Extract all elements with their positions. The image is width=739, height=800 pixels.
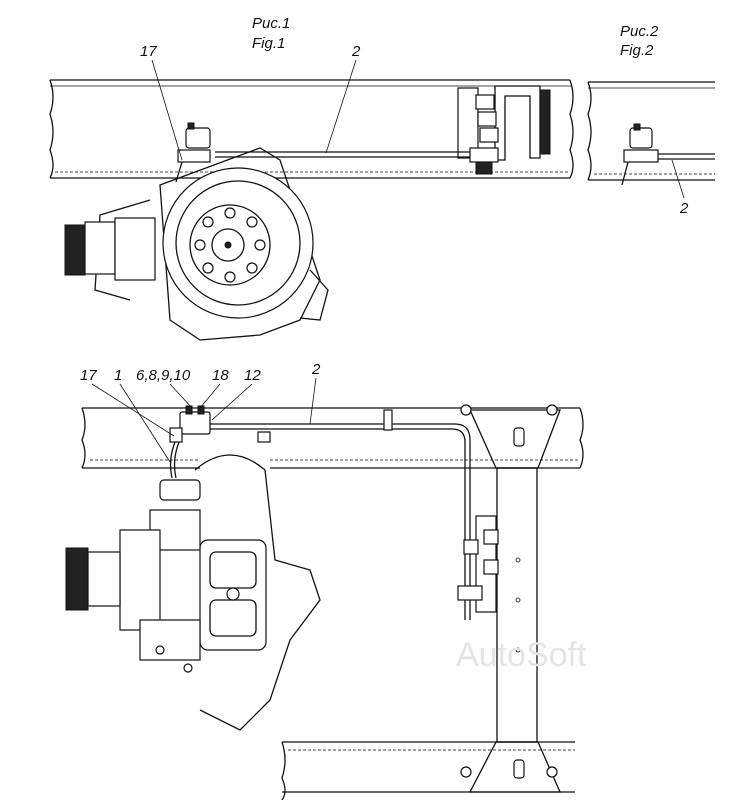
fig3-callout-18: 18: [212, 367, 229, 384]
fig3-callout-2: 2: [311, 361, 321, 378]
fig1-valve-bracket: [457, 85, 551, 175]
fig2-solenoid-valve: [621, 123, 715, 186]
fig3-callout-12: 12: [244, 367, 261, 384]
fig3-callout-17: 17: [80, 367, 97, 384]
fig1-air-line: [215, 151, 470, 158]
fig3-lower-rail: [281, 741, 575, 800]
fig1-solenoid-valve: [175, 122, 211, 183]
fig2-frame-rail: [587, 81, 715, 181]
fig2-caption-ru: Рис.2: [620, 23, 659, 40]
fig1-wheel-bolts: [194, 207, 266, 283]
fig1-callout-2: 2: [351, 43, 361, 60]
fig2-caption-en: Fig.2: [620, 42, 654, 59]
figure-3: 17 1 6,8,9,10 18 12 2: [65, 361, 584, 800]
fig3-solenoid-valve: [169, 405, 211, 479]
fig1-callout-17: 17: [140, 43, 157, 60]
fig3-upper-rail: [81, 407, 584, 469]
fig1-axle-housing: [64, 147, 329, 341]
watermark: AutoSoft: [456, 636, 587, 674]
figure-2: Рис.2 Fig.2 2: [587, 23, 715, 217]
figure-1: Рис.1 Fig.1: [49, 15, 574, 341]
fig3-cross-member: [460, 404, 561, 793]
fig1-frame-rail: [49, 79, 574, 179]
fig3-callout-1: 1: [114, 367, 122, 384]
fig2-callout-2: 2: [679, 200, 689, 217]
fig3-axle-housing: [65, 454, 321, 731]
fig1-caption-en: Fig.1: [252, 35, 285, 52]
fig1-caption-ru: Рис.1: [252, 15, 290, 32]
fig3-valve-block: [457, 515, 499, 613]
fig3-air-line: [205, 409, 471, 620]
fig3-callout-6-8-9-10: 6,8,9,10: [136, 367, 191, 384]
